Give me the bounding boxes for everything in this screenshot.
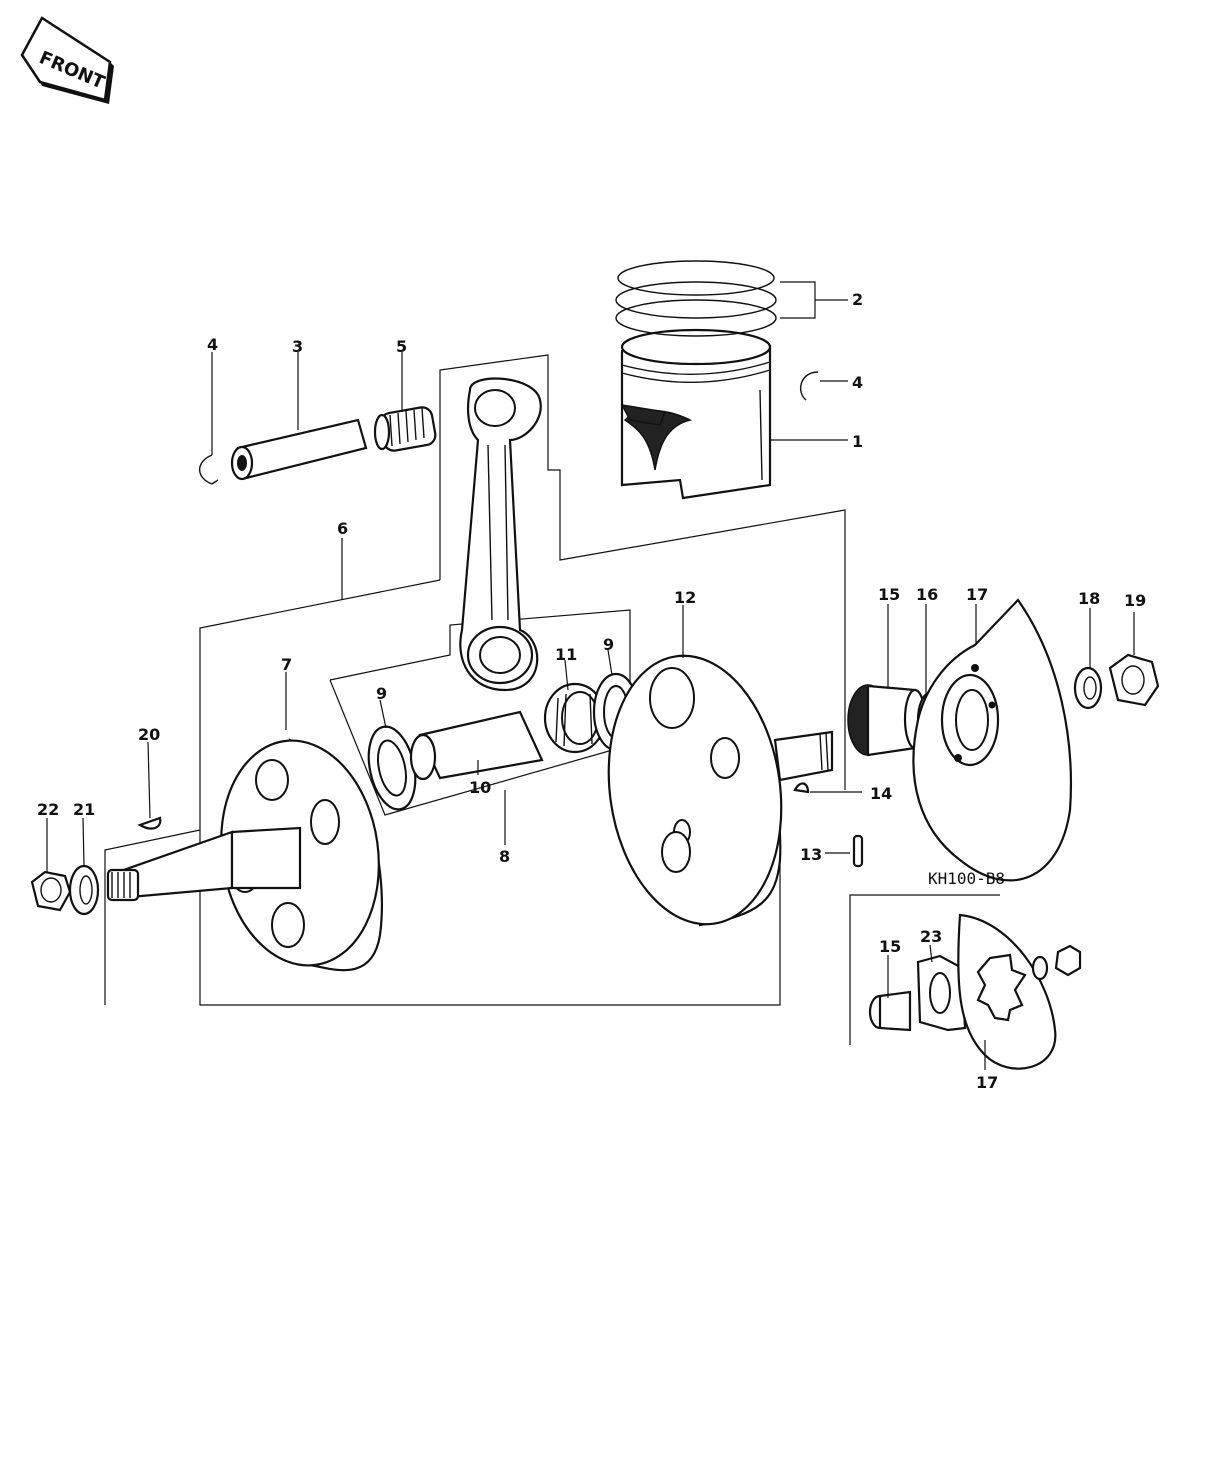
- callout-9-left: 9: [376, 684, 387, 703]
- callout-21: 21: [73, 800, 95, 819]
- big-end-bearing: [543, 682, 607, 754]
- callout-8: 8: [499, 847, 510, 866]
- callout-17: 17: [966, 585, 988, 604]
- circlip-left: [198, 454, 219, 485]
- callout-4-right: 4: [852, 373, 863, 392]
- callout-20: 20: [138, 725, 160, 744]
- right-washer: [1073, 666, 1103, 710]
- callout-15-inset: 15: [879, 937, 901, 956]
- left-nut: [30, 870, 72, 912]
- thrust-washer-left: [367, 725, 417, 811]
- left-washer: [68, 864, 100, 916]
- callout-16: 16: [916, 585, 938, 604]
- callout-17-inset: 17: [976, 1073, 998, 1092]
- dowel-pin: [852, 834, 864, 868]
- callout-19: 19: [1124, 591, 1146, 610]
- woodruff-key: [137, 816, 162, 830]
- callout-3: 3: [292, 337, 303, 356]
- connecting-rod: [459, 377, 542, 692]
- crank-pin: [409, 710, 544, 781]
- piston-pin: [230, 418, 368, 481]
- callout-2: 2: [852, 290, 863, 309]
- callout-4-left: 4: [207, 335, 218, 354]
- right-woodruff-key: [793, 782, 810, 794]
- assembly-outlines: [104, 354, 1000, 1045]
- left-crank-wheel: [106, 738, 383, 972]
- callout-22: 22: [37, 800, 59, 819]
- callout-9-right: 9: [603, 635, 614, 654]
- piston: [620, 328, 772, 500]
- callout-11: 11: [555, 645, 577, 664]
- callout-14: 14: [870, 784, 892, 803]
- front-arrow-badge: FRONT: [20, 16, 114, 104]
- right-nut: [1108, 653, 1160, 707]
- callout-6: 6: [337, 519, 348, 538]
- callout-12: 12: [674, 588, 696, 607]
- callout-15: 15: [878, 585, 900, 604]
- circlip-right: [799, 371, 819, 401]
- callout-7: 7: [281, 655, 292, 674]
- callout-1: 1: [852, 432, 863, 451]
- variant-inset: [868, 913, 1082, 1070]
- callout-labels: 1 2 3 4 4 5 6 7 8 9 9 10 11 12 13 14 15 …: [37, 290, 1146, 1092]
- piston-rings: [615, 260, 777, 337]
- callout-13: 13: [800, 845, 822, 864]
- callout-5: 5: [396, 337, 407, 356]
- right-crank-wheel: [607, 654, 834, 927]
- model-code-label: KH100-B8: [928, 869, 1005, 888]
- small-end-bearing: [373, 406, 437, 452]
- callout-18: 18: [1078, 589, 1100, 608]
- rotary-valve-disc: [912, 598, 1073, 882]
- callout-10: 10: [469, 778, 491, 797]
- leader-lines: [46, 281, 1135, 1070]
- callout-23: 23: [920, 927, 942, 946]
